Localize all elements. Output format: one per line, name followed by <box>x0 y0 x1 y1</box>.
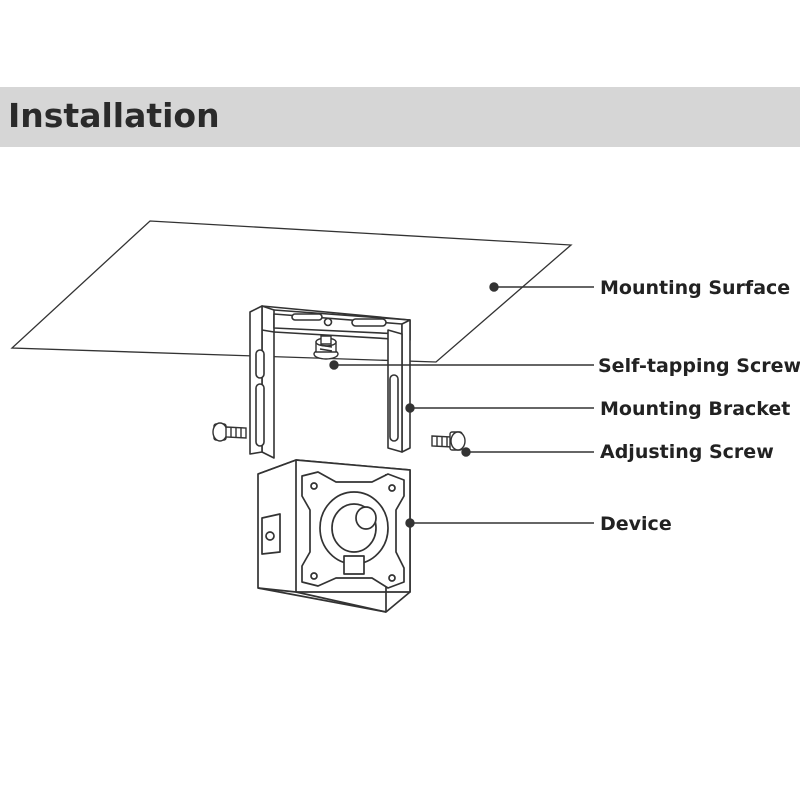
device-illustration <box>257 459 411 613</box>
mounting-bracket-marker <box>405 403 415 413</box>
right-adjusting-screw-illustration <box>431 431 466 451</box>
mounting-bracket-label: Mounting Bracket <box>600 398 790 420</box>
adjusting-screw-label: Adjusting Screw <box>600 441 774 463</box>
device-marker <box>405 518 415 528</box>
mounting-surface-label: Mounting Surface <box>600 277 790 299</box>
mounting-bracket-illustration <box>249 305 411 459</box>
page-title: Installation <box>8 96 220 135</box>
device-label: Device <box>600 513 672 535</box>
self-tapping-screw-illustration <box>313 335 339 360</box>
self-tapping-screw-marker <box>329 360 339 370</box>
mounting-surface-illustration <box>10 220 573 363</box>
self-tapping-screw-label: Self-tapping Screw <box>598 355 800 377</box>
callout-leaders <box>329 282 594 528</box>
header-bar: Installation <box>0 87 800 147</box>
adjusting-screw-marker <box>461 447 471 457</box>
left-adjusting-screw-illustration <box>212 422 247 442</box>
callout-labels: Mounting Surface Self-tapping Screw Moun… <box>598 277 800 535</box>
mounting-surface-marker <box>489 282 499 292</box>
